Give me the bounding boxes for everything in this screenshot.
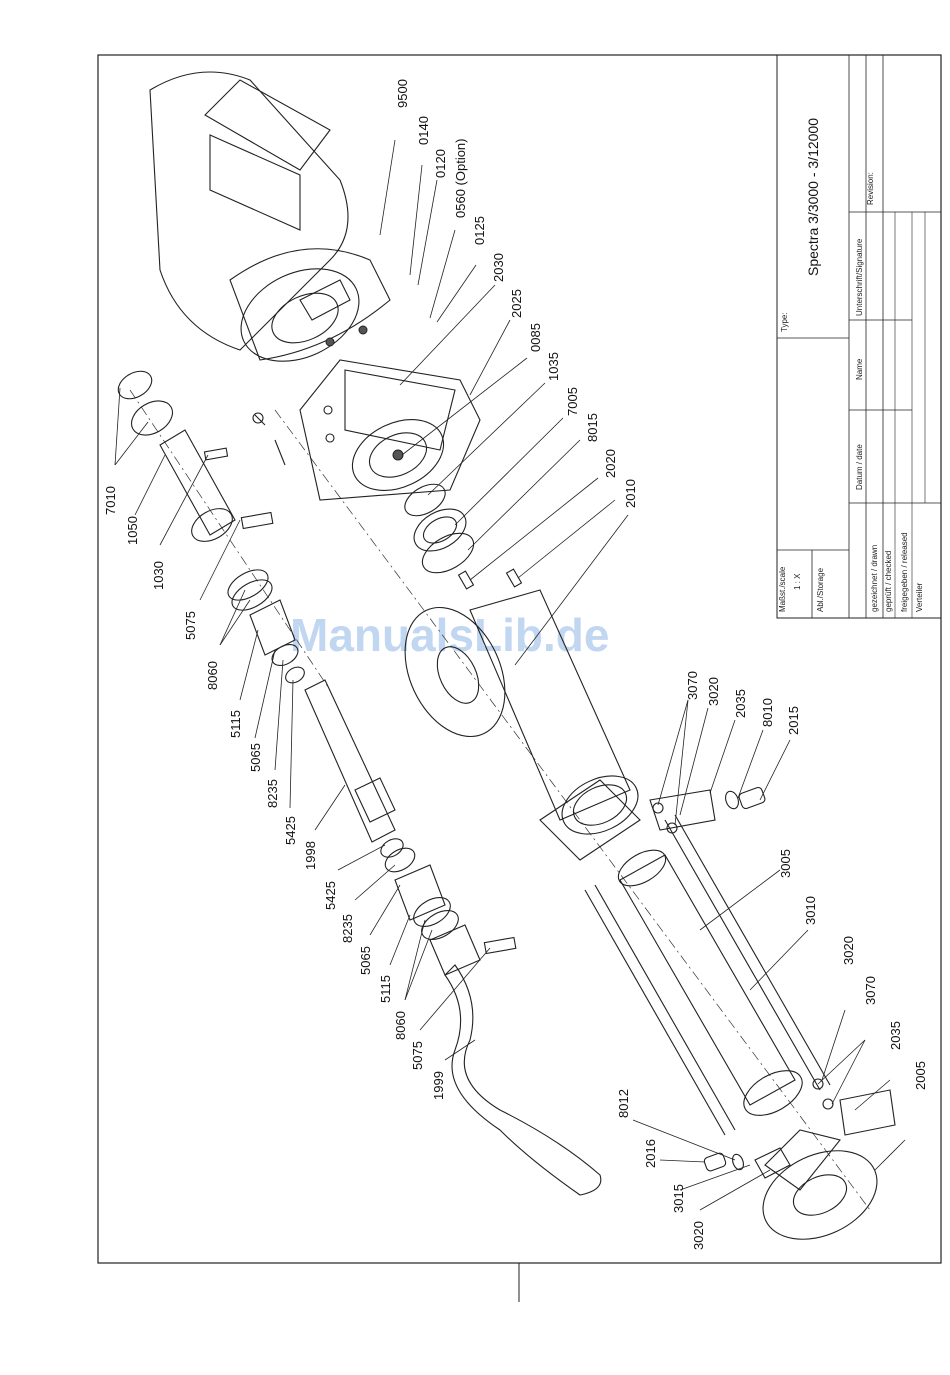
signature-label: Unterschrift/Signature [855, 238, 864, 316]
label-1999: 1999 [431, 1071, 446, 1100]
label-3015: 3015 [671, 1184, 686, 1213]
label-2030: 2030 [491, 253, 506, 282]
dowel-pins [457, 568, 523, 590]
label-3020-a: 3020 [706, 677, 721, 706]
brackets [649, 789, 896, 1136]
label-0560-option: 0560 (Option) [453, 139, 468, 219]
main-centerline [274, 409, 871, 1211]
label-8060-a: 8060 [205, 661, 220, 690]
label-0140: 0140 [416, 116, 431, 145]
label-8235-b: 8235 [340, 914, 355, 943]
label-8012: 8012 [616, 1089, 631, 1118]
leader-lines [114, 139, 906, 1211]
storage-label: Abl./Storage [816, 567, 825, 612]
checked-label: geprüft / checked [884, 551, 893, 612]
type-label: Type: [780, 312, 789, 332]
label-1050: 1050 [125, 516, 140, 545]
label-3020-c: 3020 [691, 1221, 706, 1250]
label-8010: 8010 [760, 698, 775, 727]
tie-rods-and-tube [584, 814, 831, 1136]
label-1035: 1035 [546, 352, 561, 381]
label-8060-b: 8060 [393, 1011, 408, 1040]
label-8015: 8015 [585, 413, 600, 442]
label-0125: 0125 [472, 216, 487, 245]
drawn-label: gezeichnet / drawn [870, 545, 879, 612]
label-5425-a: 5425 [283, 816, 298, 845]
label-7010: 7010 [103, 486, 118, 515]
label-8235-a: 8235 [265, 779, 280, 808]
label-9500: 9500 [395, 79, 410, 108]
label-1998: 1998 [303, 841, 318, 870]
type-value: Spectra 3/3000 - 3/12000 [805, 118, 821, 276]
lantern-adapter [252, 359, 481, 501]
label-3070-a: 3070 [685, 671, 700, 700]
label-3010: 3010 [803, 896, 818, 925]
label-5065-a: 5065 [248, 743, 263, 772]
label-7005: 7005 [565, 387, 580, 416]
label-2015: 2015 [786, 706, 801, 735]
title-block: Type: Spectra 3/3000 - 3/12000 Revision:… [776, 54, 942, 619]
part-labels: 9500 0140 0120 0560 (Option) 0125 2030 2… [103, 79, 928, 1250]
label-5115-a: 5115 [228, 710, 243, 738]
label-5075-b: 5075 [410, 1041, 425, 1070]
label-2035-a: 2035 [733, 689, 748, 718]
date-label: Datum / date [855, 444, 864, 490]
label-0085: 0085 [528, 323, 543, 352]
watermark: ManualsLib.de [290, 609, 609, 661]
pump-housing [404, 589, 641, 861]
label-0120: 0120 [433, 149, 448, 178]
label-2020: 2020 [603, 449, 618, 478]
label-5065-b: 5065 [358, 946, 373, 975]
label-5075-a: 5075 [183, 611, 198, 640]
label-2035-b: 2035 [888, 1021, 903, 1050]
scale-value: 1 : X [793, 573, 802, 590]
label-2010: 2010 [623, 479, 638, 508]
label-3070-b: 3070 [863, 976, 878, 1005]
label-3020-b: 3020 [841, 936, 856, 965]
motor-assembly [149, 71, 391, 362]
label-2005: 2005 [913, 1061, 928, 1090]
label-3005: 3005 [778, 849, 793, 878]
label-5425-b: 5425 [323, 881, 338, 910]
label-5115-b: 5115 [378, 975, 393, 1003]
shaft-assembly [117, 370, 602, 1196]
suction-flange [762, 1129, 878, 1240]
distributor-label: Verteiler [915, 582, 924, 612]
released-label: freigegeben / released [900, 532, 909, 612]
name-label: Name [855, 358, 864, 380]
scale-label: Maßst./scale [778, 566, 787, 612]
label-2025: 2025 [509, 289, 524, 318]
revision-label: Revision: [866, 172, 875, 205]
seal-stack [404, 483, 475, 574]
label-1030: 1030 [151, 561, 166, 590]
label-2016: 2016 [643, 1139, 658, 1168]
